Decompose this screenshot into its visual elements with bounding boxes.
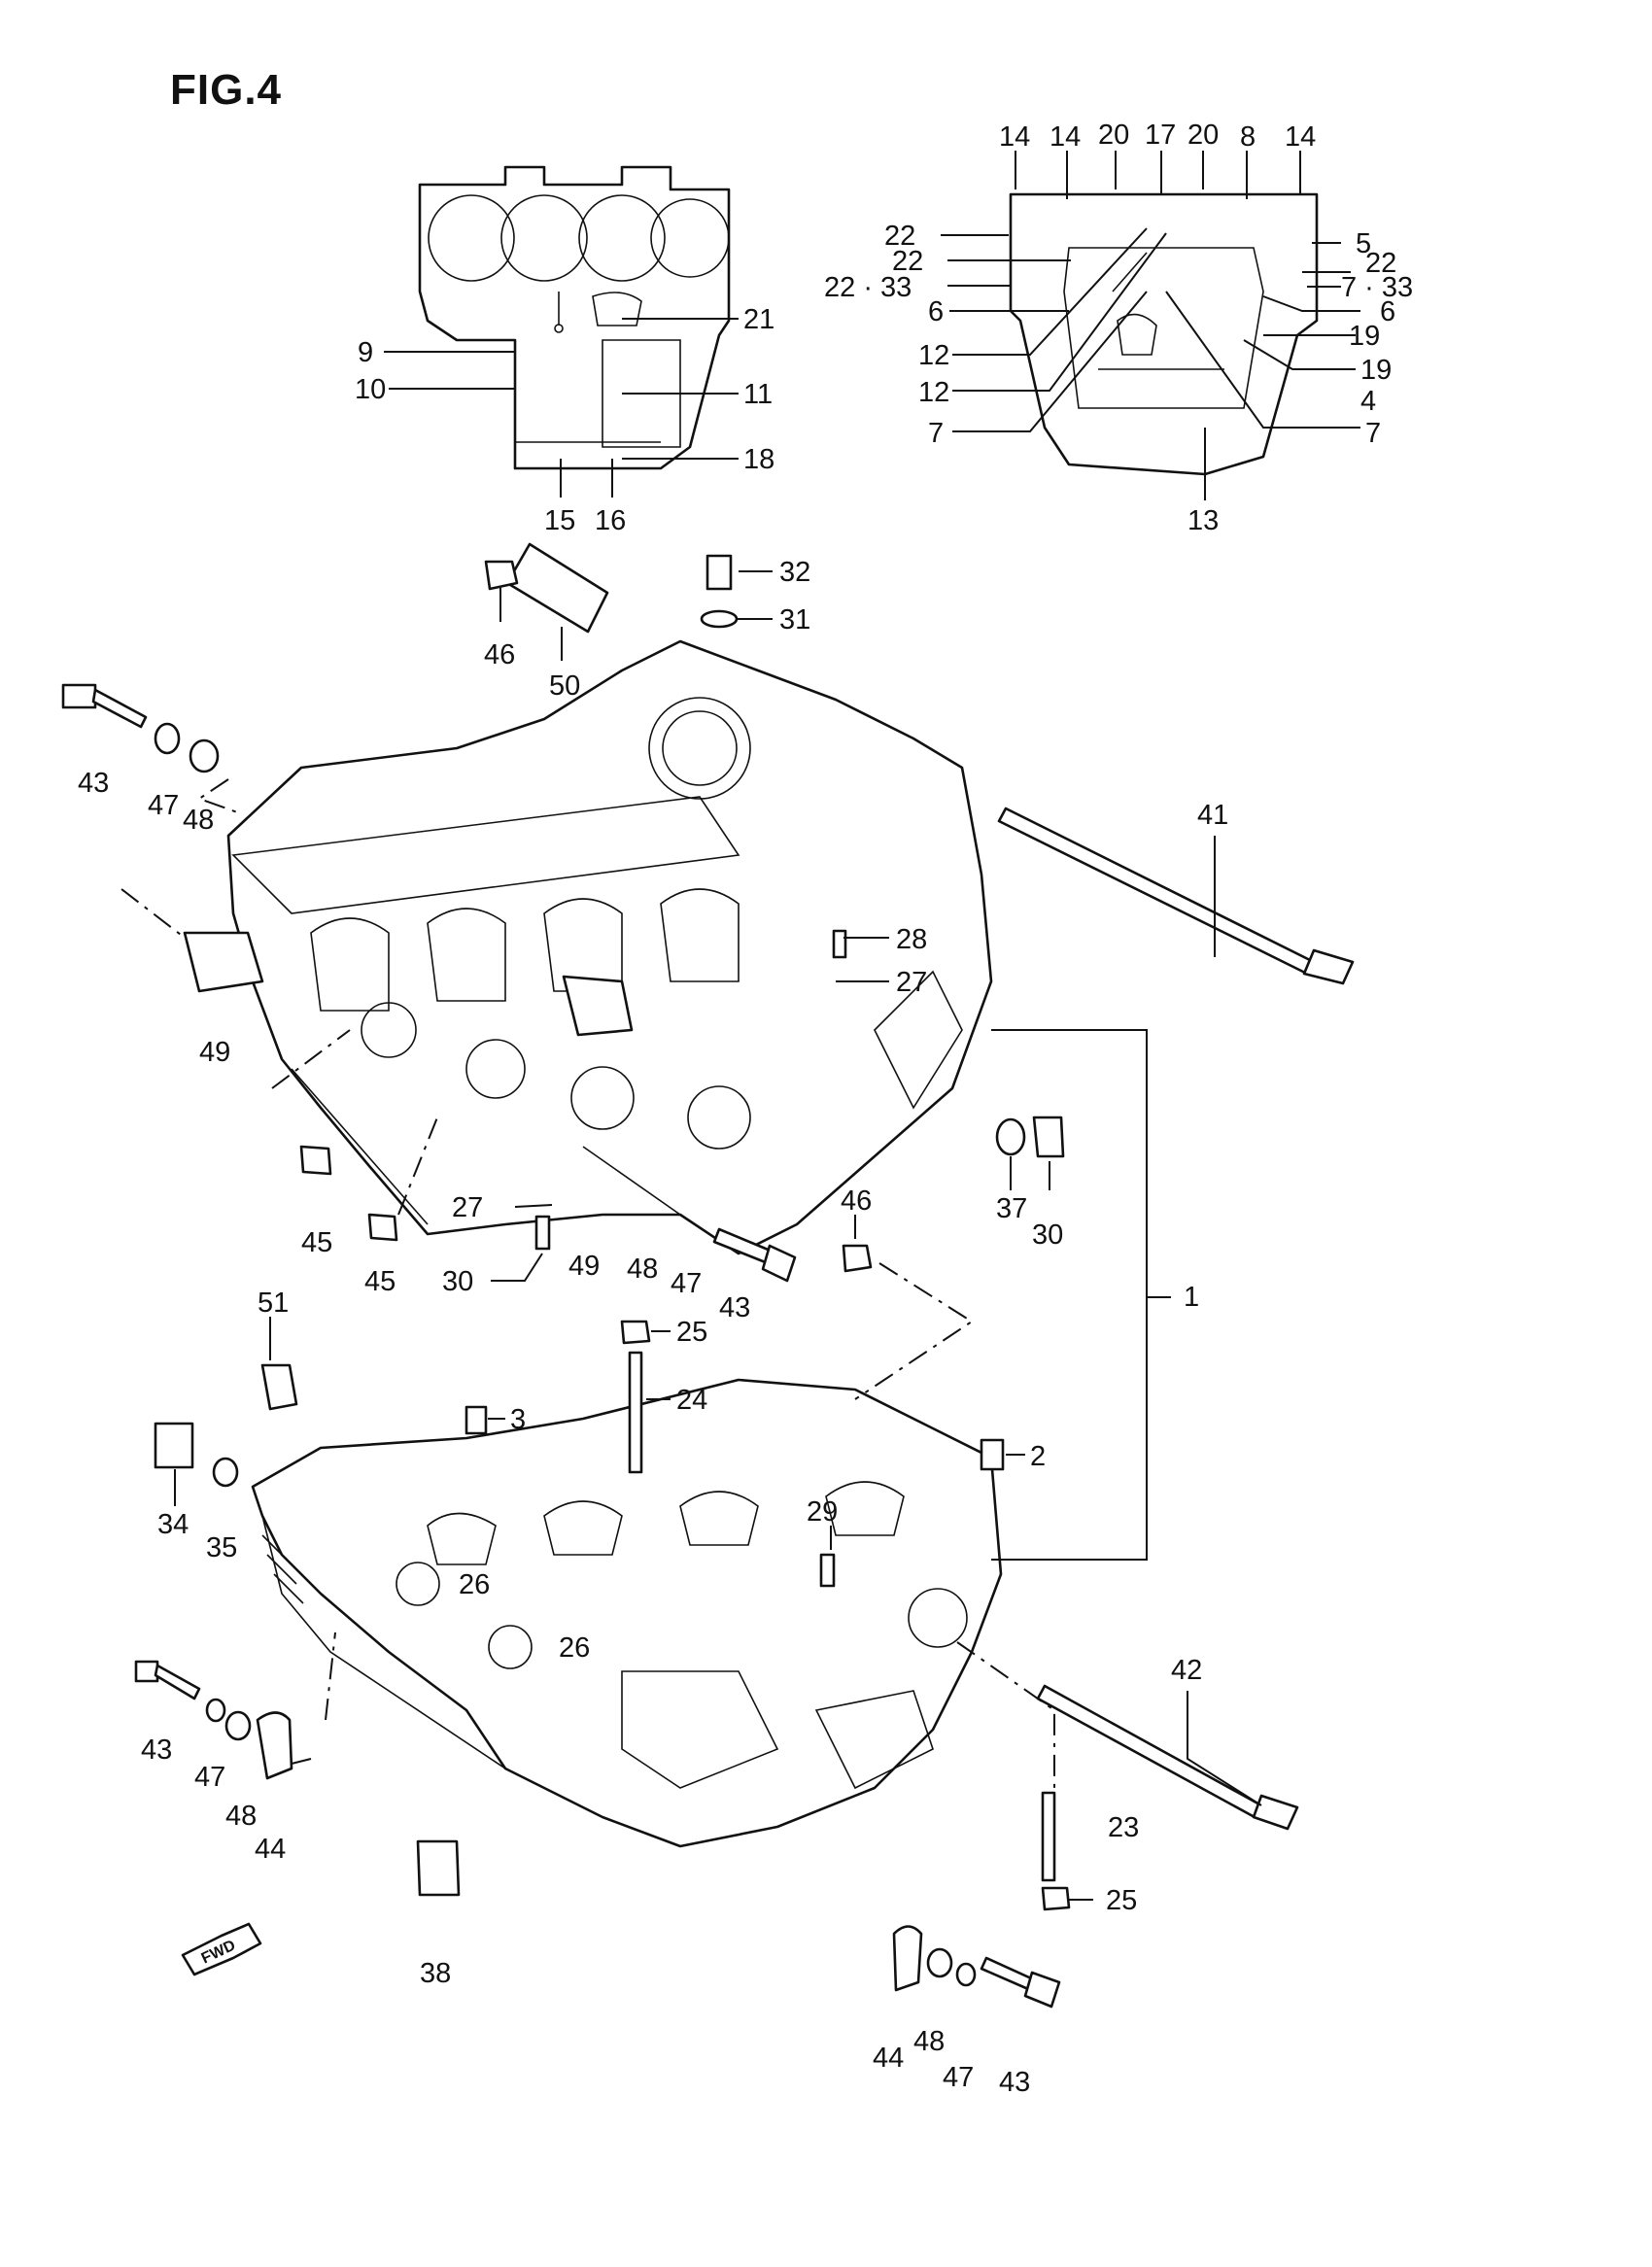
callout-22: 22 bbox=[884, 221, 915, 252]
callout-41: 41 bbox=[1197, 800, 1228, 831]
callout-44: 44 bbox=[255, 1834, 286, 1865]
callout-26: 26 bbox=[559, 1632, 590, 1664]
callout-45: 45 bbox=[301, 1227, 332, 1258]
callout-31: 31 bbox=[779, 604, 810, 635]
callout-3: 3 bbox=[510, 1404, 526, 1435]
callout-48: 48 bbox=[183, 805, 214, 836]
callout-48: 48 bbox=[913, 2026, 945, 2057]
callout-27: 27 bbox=[452, 1192, 483, 1223]
callout-27: 27 bbox=[896, 967, 927, 998]
callout-24: 24 bbox=[676, 1385, 707, 1416]
callout-51: 51 bbox=[258, 1288, 289, 1319]
callout-10: 10 bbox=[355, 374, 386, 405]
callout-12: 12 bbox=[918, 340, 949, 371]
callout-labels: 14 14 20 17 20 8 14 22 22 22 · 33 6 12 1… bbox=[78, 120, 1413, 2098]
callout-22: 22 bbox=[892, 246, 923, 277]
hardware-parts bbox=[61, 542, 1355, 2009]
callout-32: 32 bbox=[779, 557, 810, 588]
callout-22: 22 bbox=[1365, 248, 1396, 279]
callout-16: 16 bbox=[595, 505, 626, 536]
callout-8: 8 bbox=[1240, 121, 1256, 153]
callout-49: 49 bbox=[199, 1037, 230, 1068]
callout-18: 18 bbox=[743, 444, 774, 475]
callout-43: 43 bbox=[141, 1735, 172, 1766]
callout-48: 48 bbox=[225, 1801, 257, 1832]
callout-47: 47 bbox=[194, 1762, 225, 1793]
callout-35: 35 bbox=[206, 1532, 237, 1563]
callout-21: 21 bbox=[743, 304, 774, 335]
callout-29: 29 bbox=[807, 1496, 838, 1528]
callout-43: 43 bbox=[999, 2067, 1030, 2098]
figure-title: FIG.4 bbox=[170, 66, 283, 114]
callout-6: 6 bbox=[928, 296, 944, 327]
callout-37: 37 bbox=[996, 1193, 1027, 1224]
callout-45: 45 bbox=[364, 1266, 396, 1297]
callout-14: 14 bbox=[999, 121, 1030, 153]
callout-28: 28 bbox=[896, 924, 927, 955]
callout-13: 13 bbox=[1187, 505, 1219, 536]
callout-46: 46 bbox=[484, 639, 515, 670]
callout-48: 48 bbox=[627, 1254, 658, 1285]
callout-26: 26 bbox=[459, 1569, 490, 1600]
callout-25: 25 bbox=[1106, 1885, 1137, 1916]
callout-44: 44 bbox=[873, 2043, 904, 2074]
callout-30: 30 bbox=[442, 1266, 473, 1297]
callout-25: 25 bbox=[676, 1317, 707, 1348]
callout-14: 14 bbox=[1285, 121, 1316, 153]
callout-7-33: 7 · 33 bbox=[1341, 272, 1413, 303]
callout-6: 6 bbox=[1380, 296, 1395, 327]
callout-46: 46 bbox=[841, 1185, 872, 1217]
callout-5: 5 bbox=[1356, 228, 1371, 259]
callout-4: 4 bbox=[1360, 386, 1376, 417]
callout-30: 30 bbox=[1032, 1219, 1063, 1251]
callout-7: 7 bbox=[1365, 418, 1381, 449]
callout-14: 14 bbox=[1050, 121, 1081, 153]
callout-19: 19 bbox=[1360, 355, 1392, 386]
callout-20: 20 bbox=[1187, 120, 1219, 151]
callout-42: 42 bbox=[1171, 1655, 1202, 1686]
callout-9: 9 bbox=[358, 337, 373, 368]
callout-2: 2 bbox=[1030, 1441, 1046, 1472]
callout-15: 15 bbox=[544, 505, 575, 536]
callout-47: 47 bbox=[671, 1268, 702, 1299]
callout-49: 49 bbox=[568, 1251, 600, 1282]
callout-47: 47 bbox=[148, 790, 179, 821]
callout-43: 43 bbox=[719, 1292, 750, 1323]
callout-1: 1 bbox=[1184, 1282, 1199, 1313]
callout-17: 17 bbox=[1145, 120, 1176, 151]
callout-19: 19 bbox=[1349, 321, 1380, 352]
callout-47: 47 bbox=[943, 2062, 974, 2093]
callout-12: 12 bbox=[918, 377, 949, 408]
assembly-lines bbox=[120, 778, 1171, 1788]
callout-23: 23 bbox=[1108, 1812, 1139, 1843]
callout-38: 38 bbox=[420, 1958, 451, 1989]
callout-22-33: 22 · 33 bbox=[824, 272, 912, 303]
callout-7: 7 bbox=[928, 418, 944, 449]
callout-50: 50 bbox=[549, 670, 580, 702]
callout-43: 43 bbox=[78, 768, 109, 799]
callout-20: 20 bbox=[1098, 120, 1129, 151]
lower-crankcase bbox=[251, 1378, 1003, 1848]
leader-lines bbox=[174, 151, 1360, 1901]
upper-crankcase bbox=[226, 639, 993, 1255]
callout-11: 11 bbox=[743, 379, 773, 410]
callout-34: 34 bbox=[157, 1509, 189, 1540]
